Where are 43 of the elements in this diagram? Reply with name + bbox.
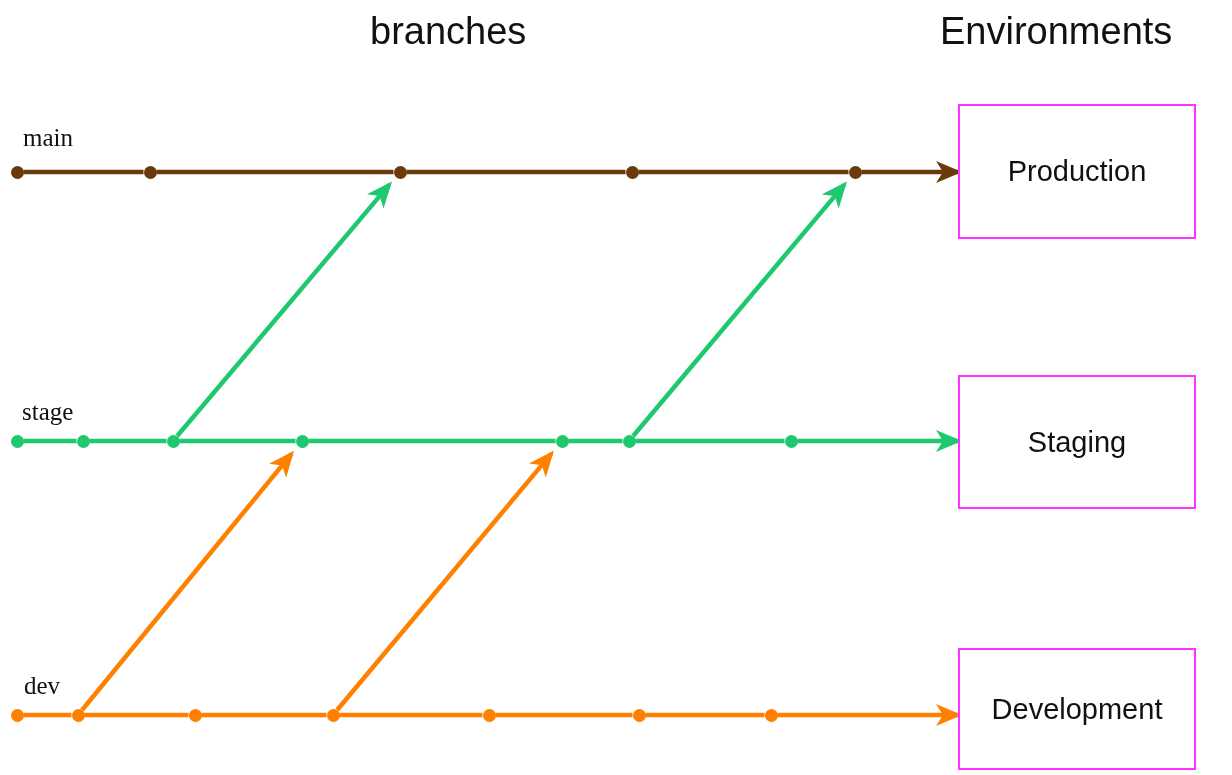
branch-line xyxy=(89,438,167,444)
commit-dot xyxy=(76,434,90,448)
branch-line xyxy=(406,169,626,175)
branch-line xyxy=(84,712,189,718)
commit-dot xyxy=(784,434,798,448)
commit-dot xyxy=(764,708,778,722)
branch-line xyxy=(23,169,144,175)
branch-line xyxy=(339,712,483,718)
branch-line xyxy=(201,712,327,718)
branch-line xyxy=(156,169,394,175)
branch-name: dev xyxy=(24,672,61,700)
commit-dot xyxy=(10,165,24,179)
branch-line xyxy=(638,169,849,175)
commit-dot xyxy=(482,708,496,722)
branch-name: main xyxy=(23,124,73,152)
branch-name: stage xyxy=(22,398,74,426)
commit-dot xyxy=(188,708,202,722)
arrow xyxy=(631,181,847,438)
commit-dot xyxy=(10,708,24,722)
branch-line xyxy=(645,712,765,718)
arrow xyxy=(335,450,554,712)
environment-box: Development xyxy=(958,648,1196,770)
branch-line xyxy=(23,438,77,444)
commit-dot xyxy=(10,434,24,448)
branch-line xyxy=(568,438,623,444)
commit-dot xyxy=(393,165,407,179)
commit-dot xyxy=(143,165,157,179)
environment-box: Staging xyxy=(958,375,1196,509)
commit-dot xyxy=(632,708,646,722)
commit-dot xyxy=(848,165,862,179)
branch-line xyxy=(179,438,296,444)
arrow xyxy=(80,450,295,712)
branch-line xyxy=(635,438,785,444)
heading: branches xyxy=(370,10,527,53)
commit-dot xyxy=(555,434,569,448)
environment-box: Production xyxy=(958,104,1196,239)
arrow xyxy=(175,181,392,438)
heading: Environments xyxy=(940,10,1173,53)
branch-line xyxy=(308,438,556,444)
branch-line xyxy=(495,712,633,718)
branch-line xyxy=(23,712,72,718)
commit-dot xyxy=(295,434,309,448)
commit-dot xyxy=(625,165,639,179)
